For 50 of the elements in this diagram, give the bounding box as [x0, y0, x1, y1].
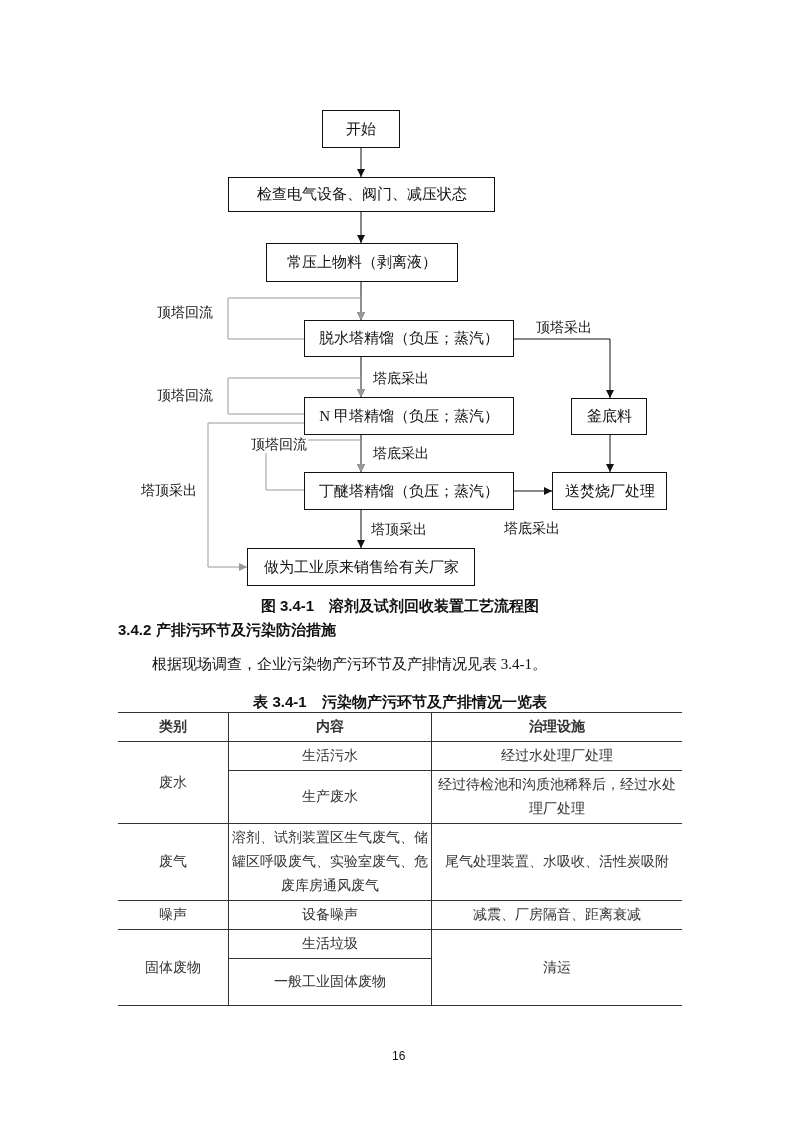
table-text: 减震、厂房隔音、距离衰减 [472, 907, 641, 922]
table-title: 表 3.4-1 污染物产污环节及产排情况一览表 [252, 693, 548, 712]
arrow [357, 509, 365, 549]
arrow [606, 434, 614, 473]
arrow [227, 297, 365, 340]
process-box: 送焚烧厂处理 [552, 472, 667, 510]
table-text: 生产废水 [301, 789, 358, 804]
paragraph: 根据现场调查，企业污染物产污环节及产排情况见表 3.4-1。 [152, 655, 547, 674]
arrow [227, 377, 365, 415]
arrow [513, 487, 553, 495]
edge-label: 顶塔回流 [156, 388, 214, 404]
column-header: 内容 [315, 719, 344, 734]
process-box: 做为工业原来销售给有关厂家 [247, 548, 475, 586]
table-text: 清运 [542, 959, 571, 975]
column-header: 类别 [158, 719, 187, 734]
arrow [357, 147, 365, 178]
table-text: 溶剂、试剂装置区生气废气、储罐区呼吸废气、实验室废气、危废库房通风废气 [231, 830, 428, 893]
arrow [207, 422, 305, 571]
table-text: 经过待检池和沟质池稀释后，经过水处理厂处理 [437, 777, 676, 816]
table-text: 生活垃圾 [301, 936, 358, 951]
table-text: 废气 [158, 854, 187, 869]
table-text: 生活污水 [301, 748, 358, 763]
edge-label: 顶塔回流 [156, 305, 214, 321]
table-text: 一般工业固体废物 [273, 974, 386, 989]
table-text: 噪声 [158, 907, 187, 922]
process-box: 常压上物料（剥离液） [266, 243, 458, 282]
process-box: 脱水塔精馏（负压；蒸汽） [304, 320, 514, 357]
page-number: 16 [392, 1049, 406, 1063]
arrow [357, 211, 365, 244]
table-text: 经过水处理厂处理 [500, 748, 613, 763]
process-box: 检查电气设备、阀门、减压状态 [228, 177, 495, 212]
table-text: 废水 [158, 774, 187, 790]
figure-caption: 图 3.4-1 溶剂及试剂回收装置工艺流程图 [259, 597, 541, 616]
arrow [513, 338, 614, 399]
process-box: 丁醚塔精馏（负压；蒸汽） [304, 472, 514, 510]
table-text: 固体废物 [144, 959, 201, 975]
edge-label: 塔顶采出 [370, 522, 428, 538]
table-text: 尾气处理装置、水吸收、活性炭吸附 [444, 854, 669, 869]
table-text: 设备噪声 [301, 907, 358, 922]
column-header: 治理设施 [528, 719, 585, 734]
edge-label: 塔顶采出 [140, 483, 198, 499]
section-heading: 3.4.2 产排污环节及污染防治措施 [118, 621, 336, 640]
edge-label: 顶塔采出 [535, 320, 593, 336]
edge-label: 塔底采出 [372, 371, 430, 387]
edge-label: 顶塔回流 [250, 437, 308, 453]
process-box: 釜底料 [571, 398, 647, 435]
process-box: N 甲塔精馏（负压；蒸汽） [304, 397, 514, 435]
process-box: 开始 [322, 110, 400, 148]
edge-label: 塔底采出 [372, 446, 430, 462]
edge-label: 塔底采出 [503, 521, 561, 537]
